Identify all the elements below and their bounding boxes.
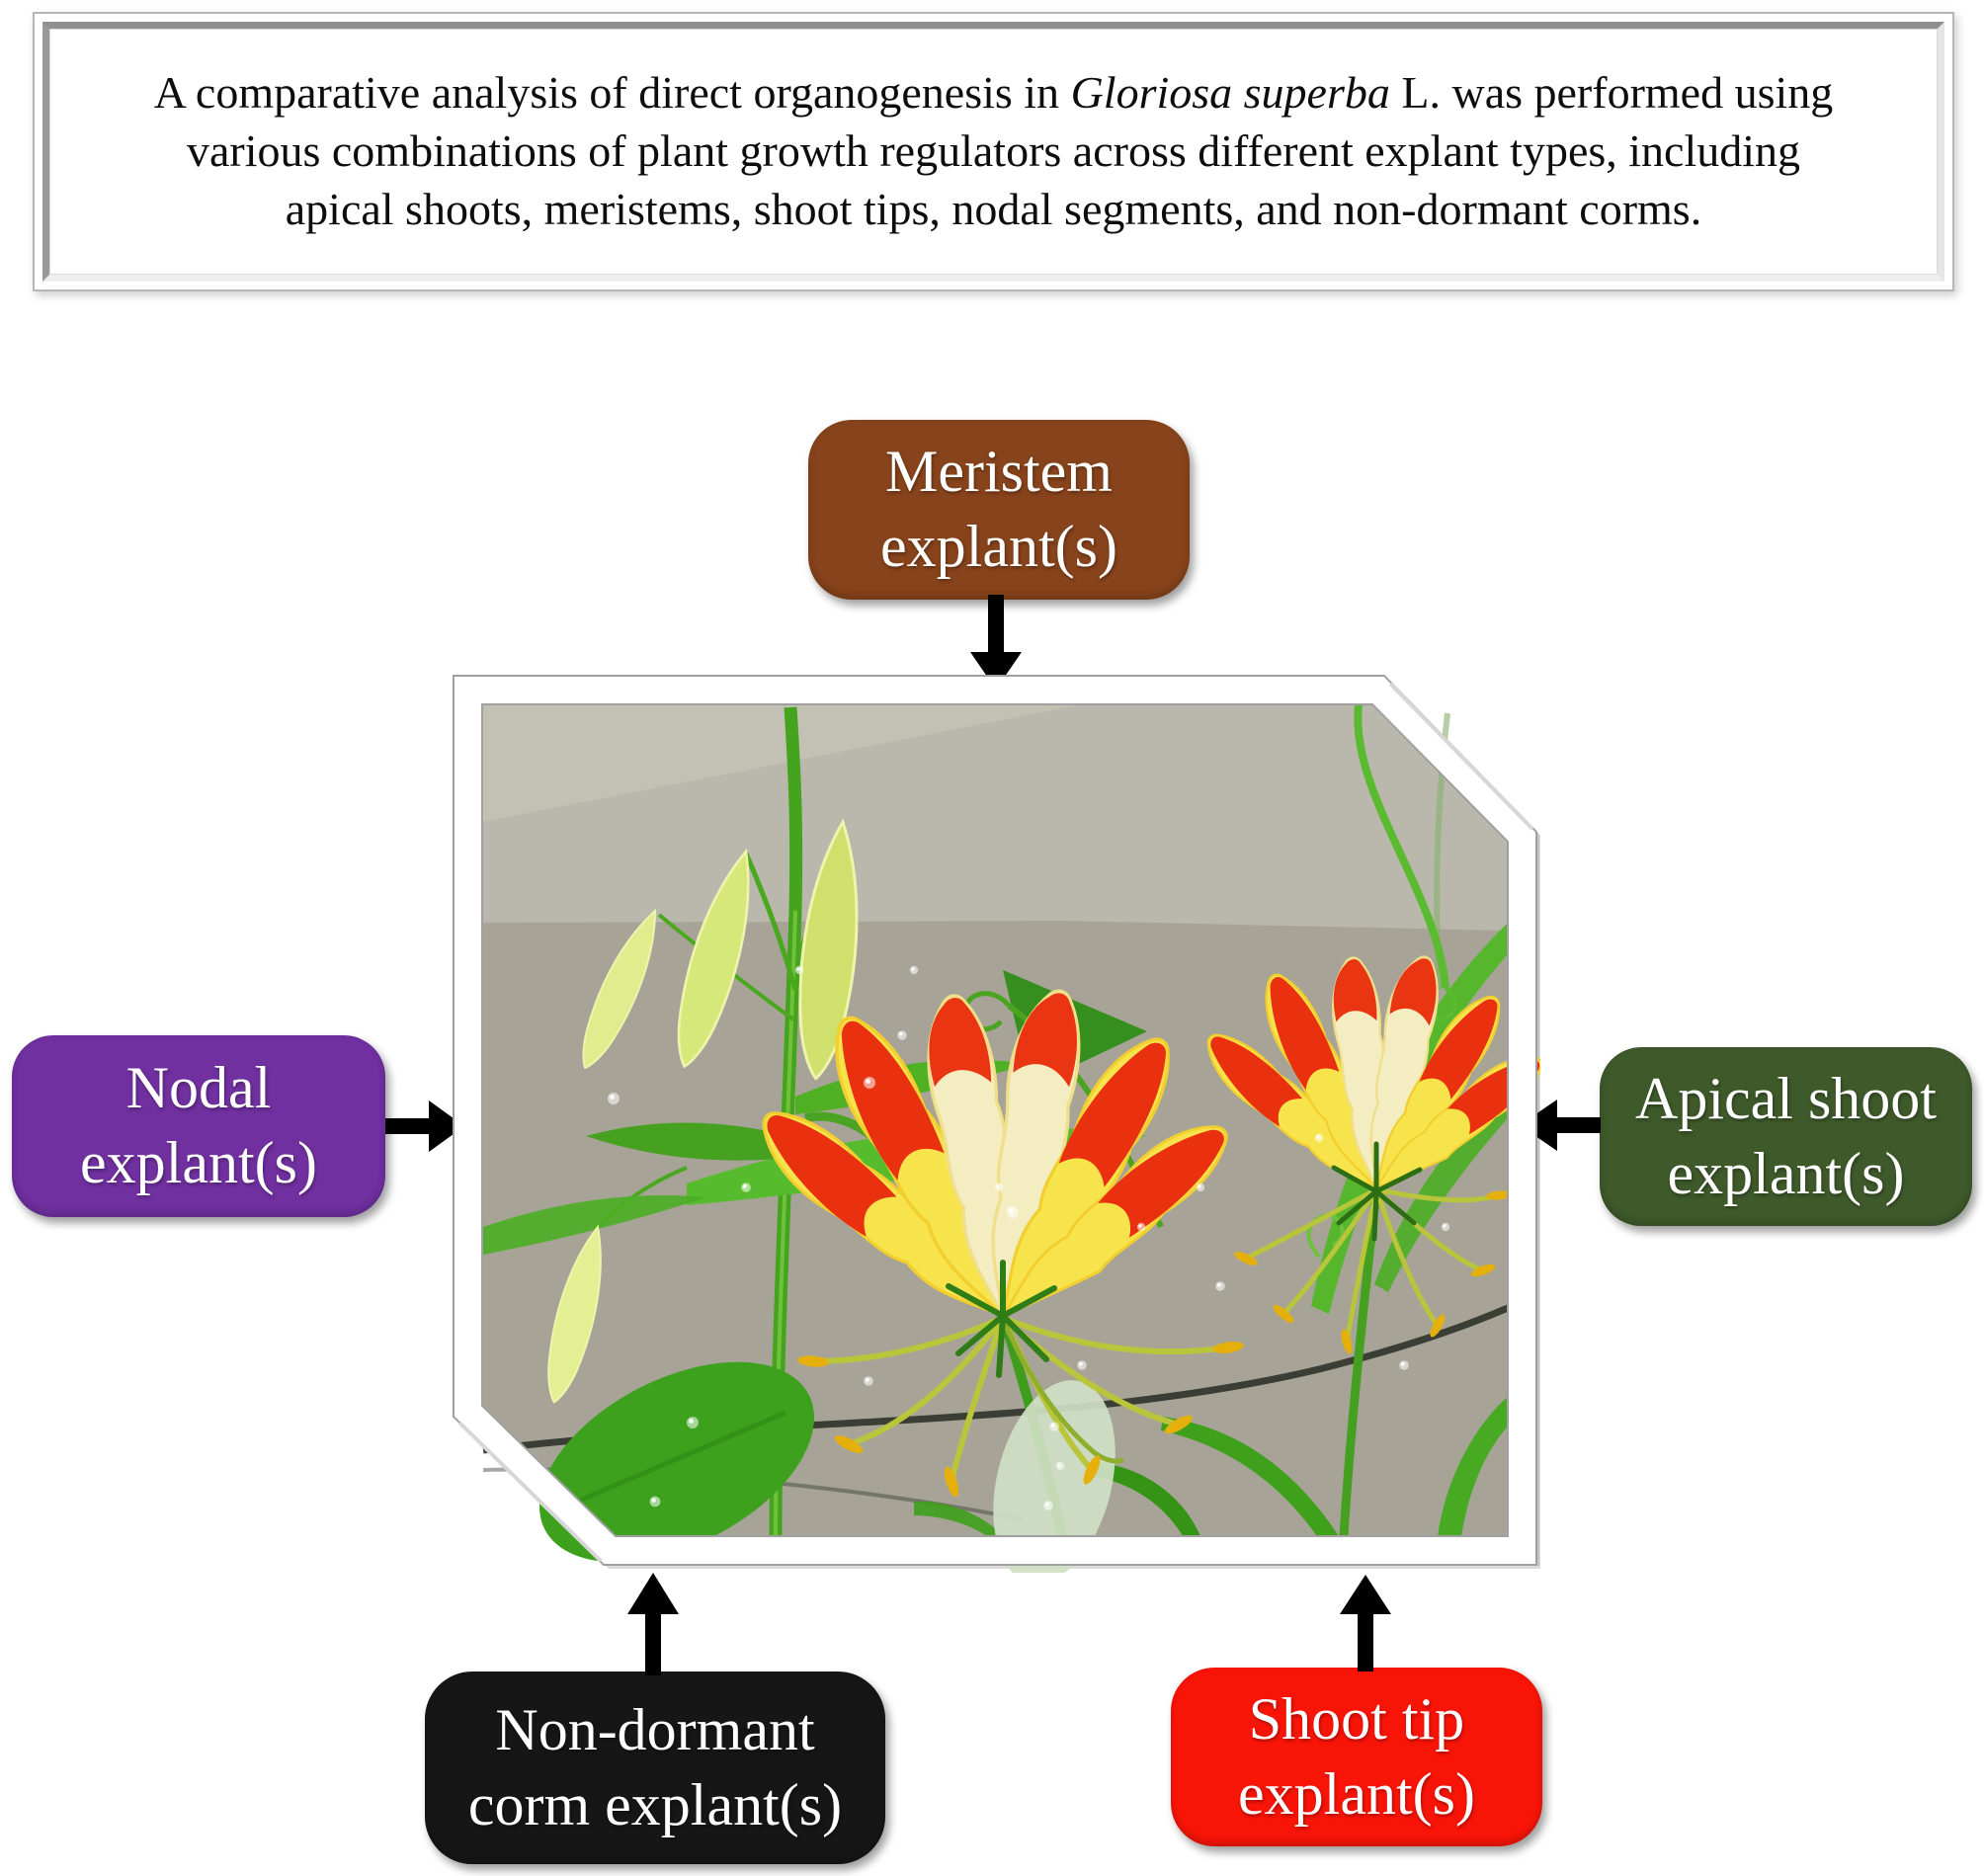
flower-photo bbox=[450, 674, 1540, 1573]
species-name-italic: Gloriosa superba bbox=[1070, 67, 1390, 119]
explant-box-apical-label-line1: Apical shoot bbox=[1635, 1065, 1937, 1131]
flower-photo-scene bbox=[482, 703, 1540, 1573]
photo-frame bbox=[453, 675, 1537, 1566]
explant-box-shoot-tip-label-line1: Shoot tip bbox=[1248, 1685, 1465, 1752]
summary-line-1: A comparative analysis of direct organog… bbox=[153, 67, 1834, 119]
explant-box-nodal: Nodal explant(s) bbox=[12, 1035, 385, 1217]
arrow-meristem-down-icon bbox=[970, 595, 1022, 694]
explant-box-non-dormant-corm: Non-dormant corm explant(s) bbox=[425, 1672, 885, 1864]
explant-box-meristem: Meristem explant(s) bbox=[808, 420, 1190, 600]
arrow-shoot-tip-up-icon bbox=[1340, 1575, 1391, 1676]
arrow-corm-up-icon bbox=[627, 1573, 679, 1680]
summary-line-2: various combinations of plant growth reg… bbox=[186, 125, 1801, 177]
flower-right bbox=[1193, 950, 1540, 1354]
summary-text-box: A comparative analysis of direct organog… bbox=[33, 12, 1954, 291]
explant-box-meristem-label-line2: explant(s) bbox=[880, 514, 1117, 579]
explant-box-corm-label-line2: corm explant(s) bbox=[467, 1771, 843, 1837]
explant-box-nodal-label-line1: Nodal bbox=[125, 1055, 272, 1121]
summary-line-3: apical shoots, meristems, shoot tips, no… bbox=[285, 183, 1702, 234]
explant-box-apical-shoot: Apical shoot explant(s) bbox=[1600, 1047, 1972, 1226]
explant-box-meristem-label-line1: Meristem bbox=[885, 439, 1113, 505]
explant-box-nodal-label-line2: explant(s) bbox=[80, 1130, 317, 1195]
explant-box-apical-label-line2: explant(s) bbox=[1667, 1140, 1905, 1206]
flower-left bbox=[742, 983, 1244, 1498]
arrow-nodal-right-icon bbox=[385, 1101, 464, 1157]
summary-text: A comparative analysis of direct organog… bbox=[154, 64, 1834, 239]
explant-box-corm-label-line1: Non-dormant bbox=[495, 1696, 815, 1762]
arrow-apical-left-icon bbox=[1520, 1100, 1601, 1156]
explant-box-shoot-tip: Shoot tip explant(s) bbox=[1171, 1668, 1542, 1846]
summary-box-bevel: A comparative analysis of direct organog… bbox=[42, 22, 1944, 282]
explant-box-shoot-tip-label-line2: explant(s) bbox=[1238, 1760, 1475, 1827]
